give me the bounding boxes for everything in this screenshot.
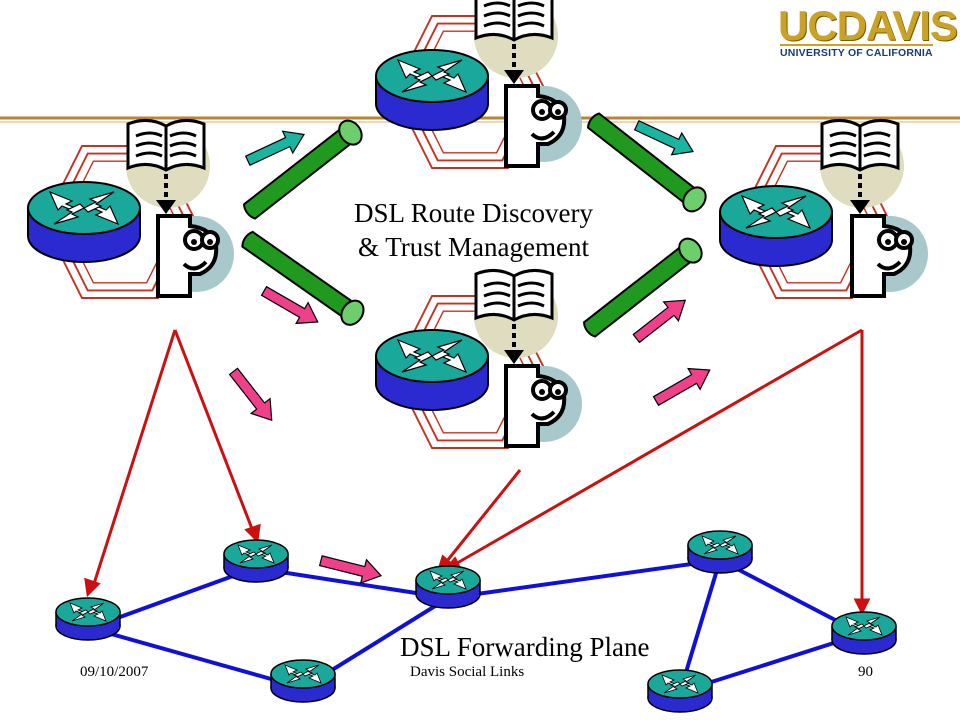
route-discovery-label-line1: DSL Route Discovery: [354, 198, 593, 228]
control-node-right: [719, 118, 930, 299]
control-link: [173, 329, 256, 535]
ucdavis-logo: UCDAVIS UNIVERSITY OF CALIFORNIA: [778, 2, 958, 62]
trust-pipe: [238, 115, 368, 225]
control-link-head: [853, 598, 871, 616]
control-node-top: [375, 0, 584, 169]
footer-date: 09/10/2007: [80, 664, 149, 680]
control-link-head: [244, 523, 261, 544]
trust-pipe: [578, 233, 708, 343]
footer-title: Davis Social Links: [410, 664, 525, 680]
control-link: [90, 329, 177, 591]
forwarding-router: [647, 669, 713, 713]
control-link: [441, 469, 522, 567]
forwarding-router: [270, 659, 336, 703]
forwarding-router: [55, 597, 121, 641]
control-node-left: [27, 118, 236, 299]
forwarding-link: [447, 558, 721, 600]
forwarding-router: [223, 539, 289, 583]
message-arrow-pink: [649, 359, 717, 412]
control-link-head: [84, 577, 101, 598]
message-arrow-pink: [223, 363, 282, 429]
forwarding-router: [831, 611, 897, 655]
control-node-middle: [375, 268, 584, 449]
forwarding-plane-label: DSL Forwarding Plane: [400, 632, 650, 662]
forwarding-link: [89, 626, 304, 690]
forwarding-router: [687, 530, 753, 574]
page-number: 90: [858, 664, 873, 680]
logo-subtitle: UNIVERSITY OF CALIFORNIA: [780, 44, 933, 59]
forwarding-router: [415, 565, 481, 609]
logo-wordmark: UCDAVIS: [778, 2, 958, 49]
route-discovery-label-line2: & Trust Management: [357, 232, 589, 262]
route-discovery-label: DSL Route Discovery & Trust Management: [354, 196, 593, 264]
control-link: [451, 328, 863, 568]
control-links: [84, 328, 871, 616]
